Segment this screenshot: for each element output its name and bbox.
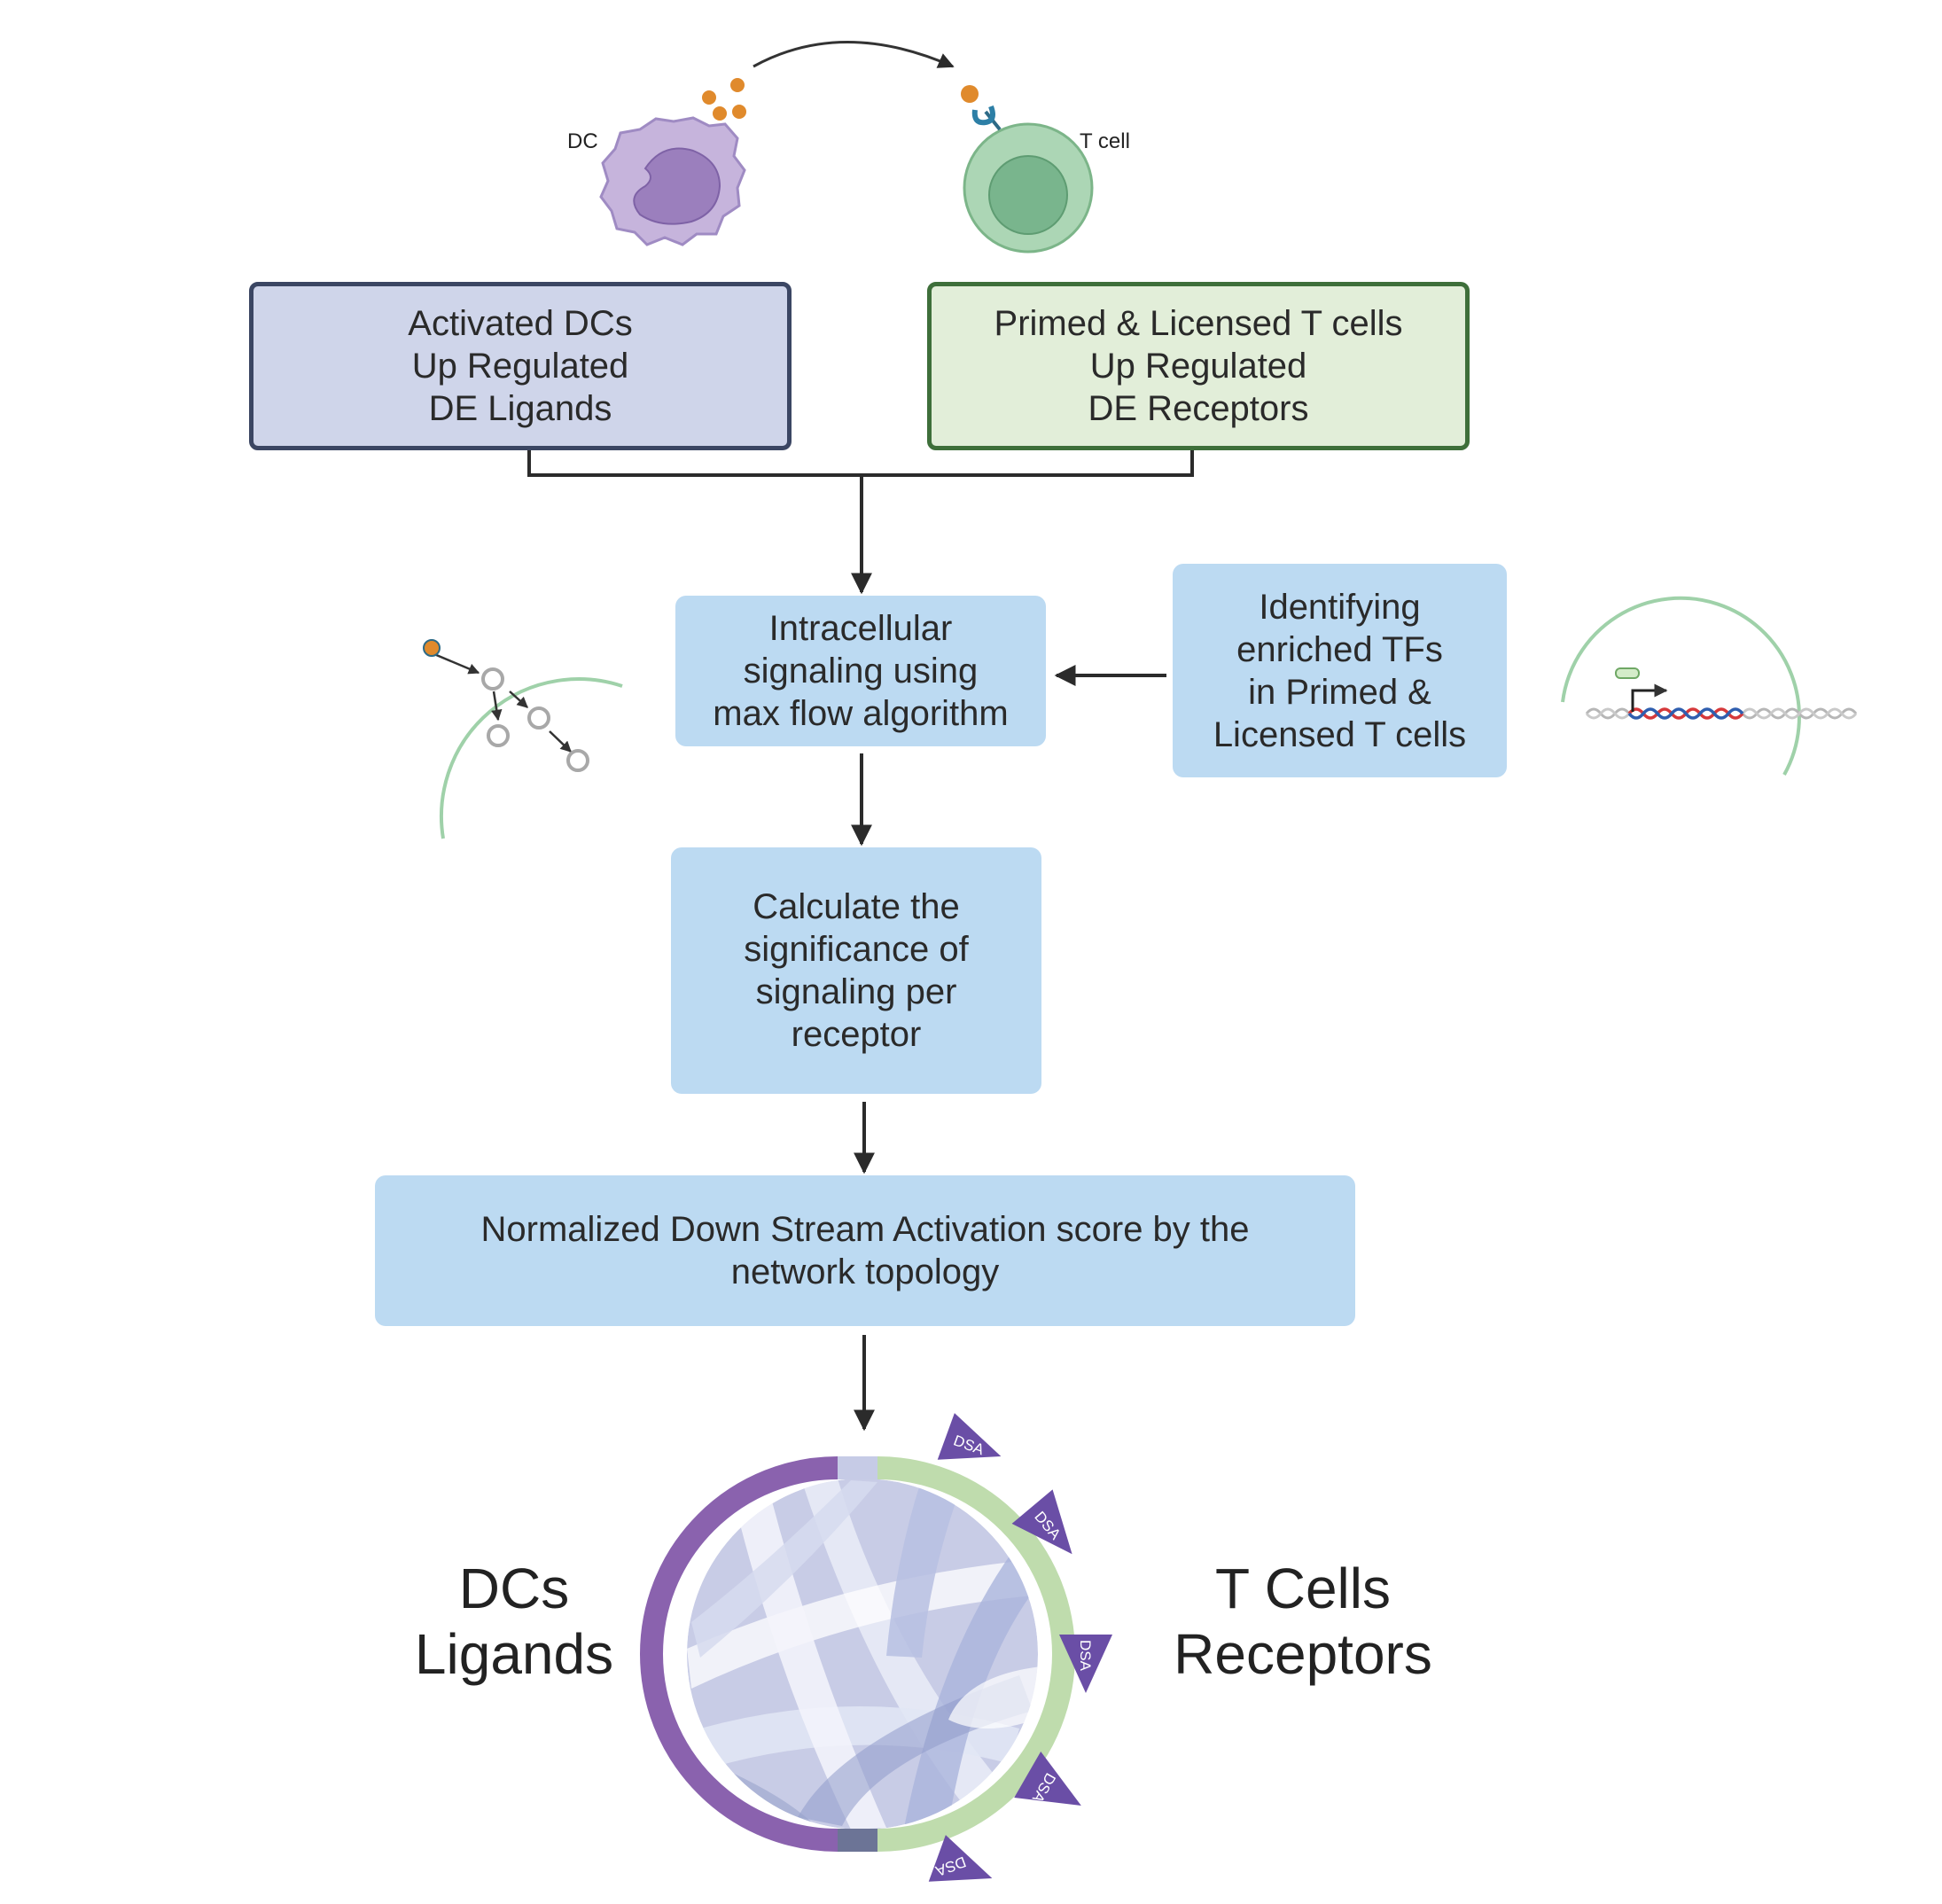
identifying-tfs-step: Identifying enriched TFs in Primed & Lic…	[1173, 564, 1507, 777]
signaling-network-icon	[423, 639, 623, 839]
step-line: receptor	[791, 1015, 922, 1054]
step-line: Calculate the	[753, 887, 960, 926]
activated-dcs-box: Activated DCs Up Regulated DE Ligands	[249, 282, 792, 450]
dc-label: DC	[567, 129, 598, 153]
step-line: signaling using	[743, 652, 979, 691]
step-line: max flow algorithm	[713, 694, 1009, 733]
ligands-arc	[640, 1456, 838, 1852]
box-line: Primed & Licensed T cells	[994, 304, 1403, 343]
step-line: Identifying	[1259, 587, 1421, 627]
dsa-marker: DSA	[1059, 1635, 1112, 1693]
secretion-arrow	[753, 41, 955, 68]
t-cell-label: T cell	[1080, 129, 1130, 153]
chord-diagram	[640, 1456, 1075, 1852]
receptors-arc	[877, 1456, 1075, 1852]
step-line: in Primed &	[1248, 672, 1431, 712]
ligand-dots-icon	[702, 78, 746, 121]
dsa-marker: DSA	[1014, 1752, 1081, 1806]
step-line: signaling per	[755, 972, 957, 1011]
dendritic-cell-icon	[599, 116, 746, 246]
label-line: Receptors	[1174, 1622, 1432, 1686]
box-line: Activated DCs	[408, 304, 633, 343]
dsa-marker-label: DSA	[1077, 1640, 1094, 1672]
step-line: enriched TFs	[1236, 629, 1443, 669]
step-line: Intracellular	[768, 609, 953, 648]
dsa-marker: DSA	[928, 1835, 993, 1882]
box-line: DE Receptors	[1088, 389, 1309, 428]
primed-t-cells-box: Primed & Licensed T cells Up Regulated D…	[927, 282, 1470, 450]
significance-step: Calculate the significance of signaling …	[671, 847, 1041, 1094]
label-line: T Cells	[1215, 1557, 1391, 1620]
label-line: Ligands	[414, 1622, 614, 1686]
t-cell-icon	[961, 85, 1094, 254]
box-line: Up Regulated	[411, 347, 629, 386]
step-line: Licensed T cells	[1213, 714, 1467, 754]
t-cells-receptors-label: T Cells Receptors	[1152, 1556, 1454, 1687]
dcs-ligands-label: DCs Ligands	[390, 1556, 638, 1687]
box-line: Up Regulated	[1089, 347, 1307, 386]
normalized-dsa-step: Normalized Down Stream Activation score …	[375, 1175, 1355, 1326]
step-line: Normalized Down Stream Activation score …	[480, 1210, 1250, 1249]
step-line: significance of	[744, 930, 969, 969]
chord-ribbons	[687, 1479, 1038, 1830]
label-line: DCs	[458, 1557, 570, 1620]
intracellular-signaling-step: Intracellular signaling using max flow a…	[675, 596, 1046, 746]
box-line: DE Ligands	[428, 389, 612, 428]
step-line: network topology	[730, 1252, 1000, 1291]
transcription-factor-dna-icon	[1561, 596, 1858, 776]
merge-connector	[527, 450, 1194, 595]
